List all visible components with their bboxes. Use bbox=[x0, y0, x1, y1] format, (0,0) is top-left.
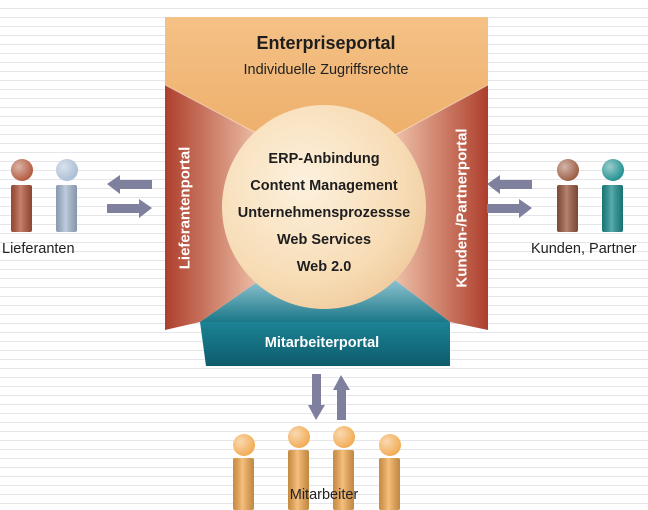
partner-portal-label: Kunden-/Partnerportal bbox=[453, 128, 471, 288]
suppliers-label: Lieferanten bbox=[2, 241, 75, 257]
partner-person-1 bbox=[557, 159, 579, 232]
arrow-down-icon bbox=[308, 374, 325, 420]
arrow-right-icon bbox=[487, 199, 532, 218]
employee-person-2 bbox=[288, 426, 310, 510]
arrow-left-icon bbox=[107, 175, 152, 194]
core-service-cms: Content Management bbox=[250, 178, 398, 194]
core-services-circle bbox=[222, 105, 426, 309]
employee-person-1 bbox=[233, 434, 255, 510]
core-service-web20: Web 2.0 bbox=[296, 259, 352, 275]
portal-block bbox=[164, 17, 489, 366]
core-service-erp: ERP-Anbindung bbox=[268, 151, 380, 167]
supplier-exchange-arrows bbox=[107, 175, 152, 218]
employee-portal-label: Mitarbeiterportal bbox=[264, 335, 380, 351]
customers-label: Kunden, Partner bbox=[531, 241, 637, 257]
enterprise-portal-panel bbox=[165, 17, 488, 135]
enterprise-portal-subtitle: Individuelle Zugriffsrechte bbox=[243, 62, 409, 78]
employee-person-4 bbox=[379, 434, 401, 510]
arrow-up-icon bbox=[333, 375, 350, 420]
partner-person-2 bbox=[602, 159, 624, 232]
employee-exchange-arrows bbox=[308, 374, 350, 420]
arrow-left-icon bbox=[487, 175, 532, 194]
supplier-portal-panel bbox=[165, 85, 260, 330]
employee-portal-bar bbox=[200, 322, 450, 366]
employee-person-3 bbox=[333, 426, 355, 510]
partner-exchange-arrows bbox=[487, 175, 532, 218]
supplier-person-2 bbox=[56, 159, 78, 232]
partner-portal-panel bbox=[395, 85, 488, 330]
supplier-person-1 bbox=[11, 159, 33, 232]
core-service-processes: Unternehmensprozessse bbox=[237, 205, 411, 221]
enterprise-portal-title: Enterpriseportal bbox=[256, 33, 396, 53]
employees-label: Mitarbeiter bbox=[289, 487, 359, 503]
core-service-web-services: Web Services bbox=[276, 232, 372, 248]
supplier-portal-label: Lieferantenportal bbox=[176, 146, 194, 270]
arrow-right-icon bbox=[107, 199, 152, 218]
